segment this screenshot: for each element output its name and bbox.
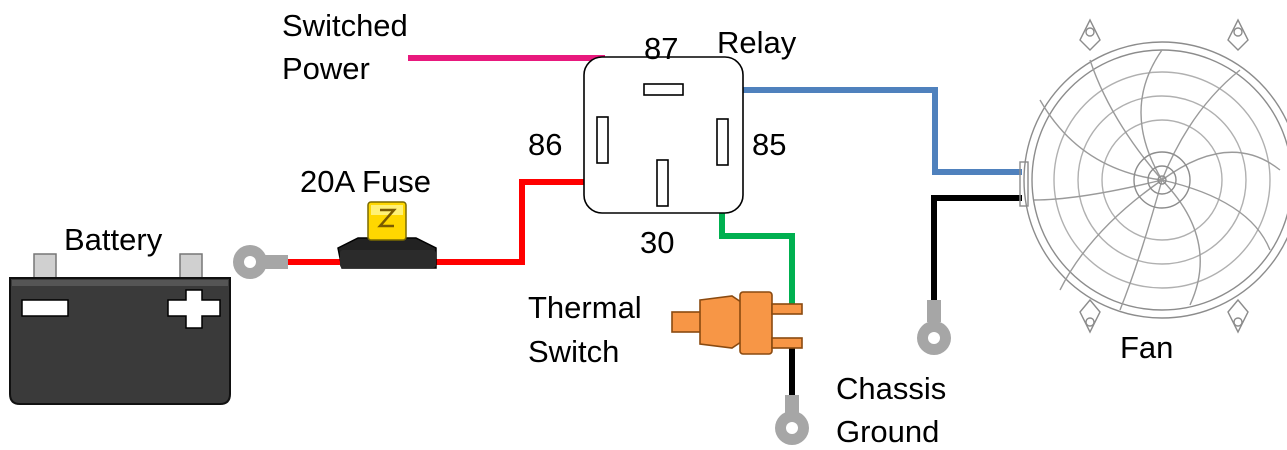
fan-mount-hole-tl [1085, 27, 1095, 37]
fuse-label: 20A Fuse [300, 164, 431, 199]
chassis-ground-label-line1: Chassis [836, 371, 946, 406]
battery-terminal-crimp [262, 255, 288, 269]
fan-power-wire [684, 87, 1022, 175]
fan-mount-tab-top-right [1227, 18, 1249, 51]
battery-post-negative [33, 253, 57, 279]
battery-plus-sign [167, 289, 221, 329]
thermal-switch-probe [671, 311, 703, 333]
fan-mount-tab-bottom-right [1227, 298, 1249, 334]
fan-hub-outer [1133, 151, 1191, 209]
fan-ground-wire [931, 195, 1022, 310]
fan-guard-ring-1 [1053, 71, 1271, 289]
fan-blades [1033, 49, 1281, 311]
fan-guard-ring-2 [1077, 95, 1247, 265]
pin-86-label: 86 [528, 127, 562, 162]
radiator-fan-icon [1019, 18, 1287, 334]
fan-mount-hole-br [1233, 317, 1243, 327]
fan-shroud-outer [1023, 41, 1287, 319]
fan-connector-block [1019, 161, 1029, 207]
fan-mount-hole-bl [1085, 317, 1095, 327]
battery-icon [9, 253, 231, 405]
battery-label: Battery [64, 222, 163, 257]
thermal-switch-label-line2: Switch [528, 334, 619, 369]
thermal-switch-connector [739, 291, 773, 355]
thermal-switch-icon [671, 291, 803, 355]
relay-body [583, 56, 744, 214]
battery-top-edge [12, 280, 228, 286]
fan-guard-ring-3 [1101, 119, 1223, 241]
thermal-switch-pin-bottom [771, 337, 803, 349]
thermal-switch-pin-top [771, 303, 803, 315]
ring-terminal-icon [233, 245, 288, 279]
thermal-ground-terminal-icon [775, 395, 809, 445]
fuse-element [377, 208, 397, 228]
battery-terminal-hole [244, 256, 256, 268]
battery-minus-sign [21, 299, 69, 317]
chassis-terminal-crimp [927, 300, 941, 322]
pin-30-label: 30 [640, 225, 674, 260]
relay-pin-30 [656, 159, 669, 207]
fan-mount-tab-top-left [1079, 18, 1101, 51]
battery-post-positive [179, 253, 203, 279]
fan-mount-hole-tr [1233, 27, 1243, 37]
fan-mount-tab-bottom-left [1079, 298, 1101, 334]
chassis-terminal-hole [928, 332, 940, 344]
fuse-holder-base [340, 250, 436, 268]
pin-85-label: 85 [752, 127, 786, 162]
relay-pin-85 [716, 118, 729, 166]
fan-hub-center [1157, 175, 1167, 185]
switched-power-wire [408, 55, 605, 117]
fan-hub-inner [1147, 165, 1177, 195]
switched-power-label-line2: Power [282, 51, 370, 86]
thermal-terminal-hole [786, 422, 798, 434]
chassis-ground-terminal-icon [917, 300, 951, 355]
thermal-switch-label-line1: Thermal [528, 290, 642, 325]
thermal-switch-body [699, 295, 745, 349]
chassis-ground-label-line2: Ground [836, 414, 939, 449]
relay-label: Relay [717, 25, 797, 60]
fan-label: Fan [1120, 330, 1173, 365]
pin-87-label: 87 [644, 31, 678, 66]
blade-fuse-icon [337, 201, 437, 269]
relay-pin-87 [643, 83, 684, 96]
relay-icon [583, 56, 744, 214]
labels: Switched Power 87 Relay 86 85 30 20A Fus… [64, 8, 1173, 449]
relay-pin-86 [596, 116, 609, 164]
switched-power-label-line1: Switched [282, 8, 408, 43]
